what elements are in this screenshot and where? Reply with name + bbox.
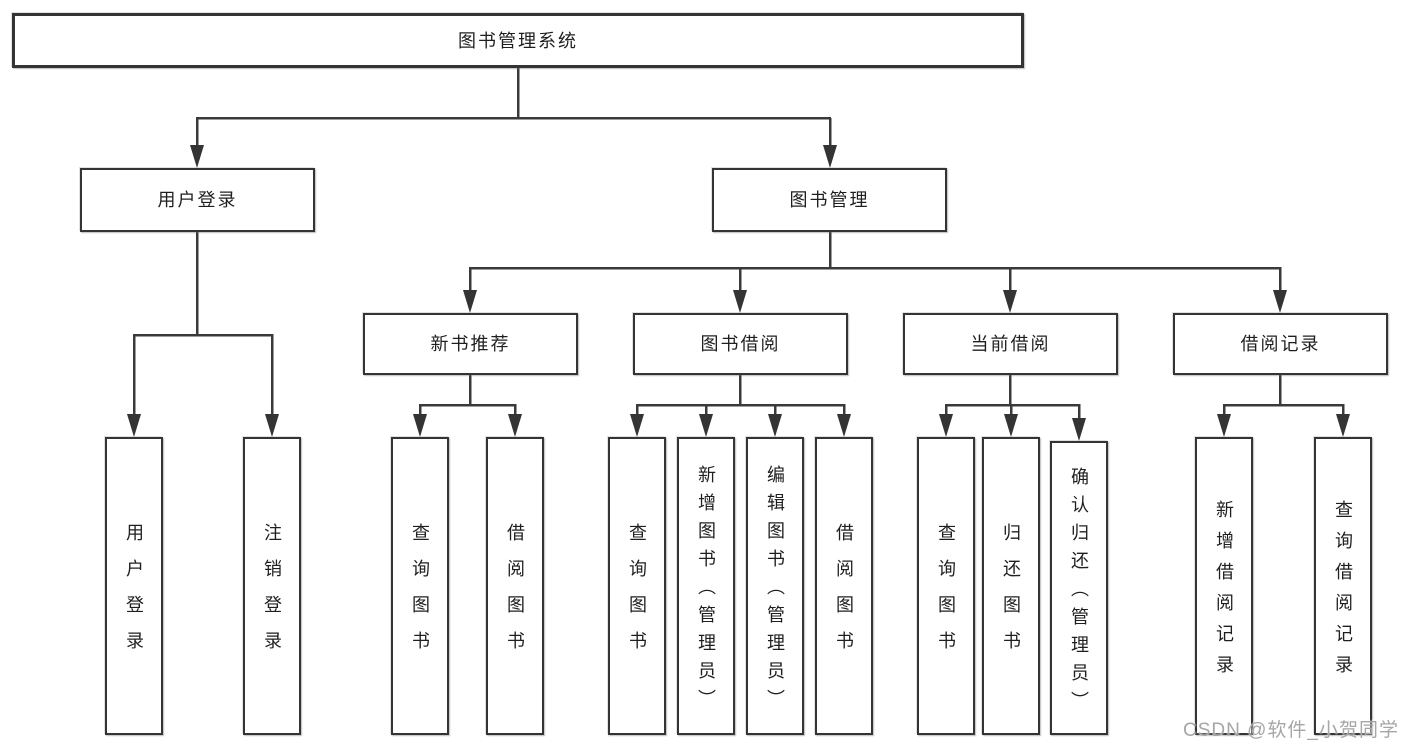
node-label: 归还图书: [1001, 523, 1021, 667]
leaf-add-books-admin: 新增图书（管理员）: [677, 437, 735, 735]
leaf-user-login: 用户登录: [105, 437, 163, 735]
leaf-query-borrow-record: 查询借阅记录: [1314, 437, 1372, 735]
leaf-borrow-books-2: 借阅图书: [815, 437, 873, 735]
node-current-borrowing: 当前借阅: [903, 313, 1118, 375]
leaf-query-books-2: 查询图书: [608, 437, 666, 735]
node-borrowing-records: 借阅记录: [1173, 313, 1388, 375]
leaf-return-books: 归还图书: [982, 437, 1040, 735]
node-new-book-recommendation: 新书推荐: [363, 313, 578, 375]
leaf-confirm-return-admin: 确认归还（管理员）: [1050, 441, 1108, 735]
node-label: 查询图书: [936, 523, 956, 667]
leaf-logout: 注销登录: [243, 437, 301, 735]
node-label: 编辑图书（管理员）: [765, 465, 785, 717]
node-label: 图书借阅: [700, 334, 781, 354]
node-label: 借阅记录: [1240, 334, 1321, 354]
node-label: 查询图书: [410, 523, 430, 667]
node-label: 当前借阅: [970, 334, 1051, 354]
node-label: 注销登录: [262, 523, 282, 667]
arrowhead-icon: [127, 145, 1350, 441]
node-label: 查询图书: [627, 523, 647, 667]
node-label: 图书管理系统: [458, 30, 578, 51]
leaf-edit-books-admin: 编辑图书（管理员）: [746, 437, 804, 735]
node-label: 图书管理: [789, 190, 870, 210]
leaf-query-books-3: 查询图书: [917, 437, 975, 735]
node-label: 确认归还（管理员）: [1069, 467, 1089, 719]
node-label: 新增图书（管理员）: [696, 465, 716, 717]
node-label: 新增借阅记录: [1214, 499, 1234, 686]
leaf-query-books-1: 查询图书: [391, 437, 449, 735]
node-label: 新书推荐: [430, 334, 511, 354]
node-label: 查询借阅记录: [1333, 499, 1353, 686]
node-user-login: 用户登录: [80, 168, 315, 232]
node-label: 用户登录: [124, 523, 144, 667]
leaf-borrow-books-1: 借阅图书: [486, 437, 544, 735]
node-book-management-system: 图书管理系统: [12, 13, 1024, 68]
node-book-borrowing: 图书借阅: [633, 313, 848, 375]
leaf-add-borrow-record: 新增借阅记录: [1195, 437, 1253, 735]
node-label: 用户登录: [157, 190, 238, 210]
node-book-management: 图书管理: [712, 168, 947, 232]
watermark: CSDN @软件_小贺同学: [1183, 720, 1399, 741]
node-label: 借阅图书: [505, 523, 525, 667]
node-label: 借阅图书: [834, 523, 854, 667]
